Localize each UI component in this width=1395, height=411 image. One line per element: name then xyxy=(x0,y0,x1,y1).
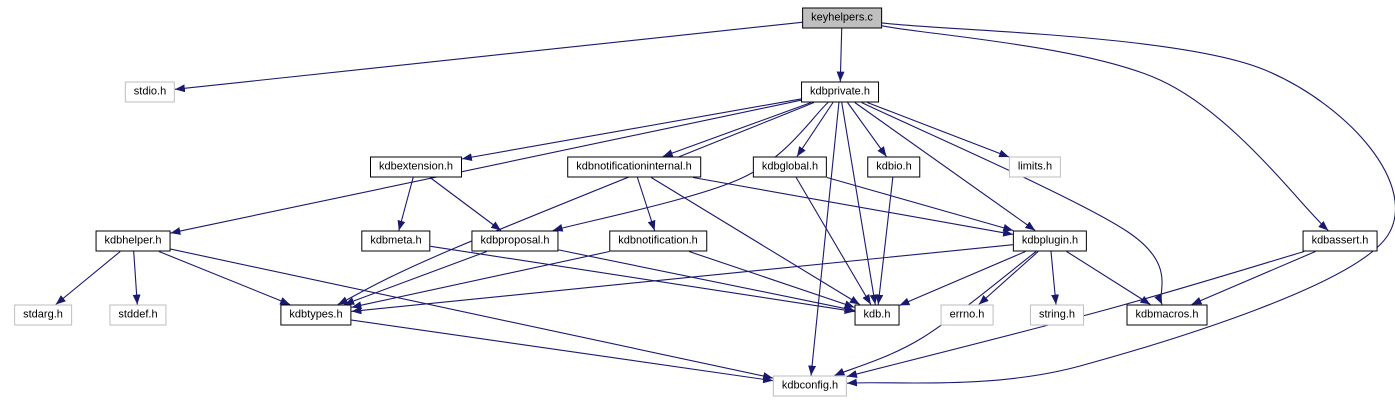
node-kdbproposal-h[interactable]: kdbproposal.h xyxy=(471,230,559,252)
node-limits-h: limits.h xyxy=(1008,156,1062,178)
edge-kdbtypes-h-to-kdbconfig-h xyxy=(351,319,774,384)
node-errno-h: errno.h xyxy=(940,304,994,326)
edge-kdbprivate-h-to-kdbconfig-h xyxy=(808,102,840,376)
edge-kdbhelper-h-to-stdarg-h xyxy=(55,251,121,305)
node-kdbtypes-h[interactable]: kdbtypes.h xyxy=(280,304,352,326)
edge-kdbprivate-h-to-kdbextension-h xyxy=(461,98,802,162)
edge-keyhelpers-c-to-stdio-h xyxy=(174,21,803,93)
edge-kdbplugin-h-to-kdbmacros-h xyxy=(1066,251,1151,305)
node-keyhelpers-c: keyhelpers.c xyxy=(802,7,882,29)
edge-kdbextension-h-to-kdbproposal-h xyxy=(429,177,502,231)
edge-kdbprivate-h-to-limits-h xyxy=(867,101,1010,158)
node-kdb-h[interactable]: kdb.h xyxy=(854,304,900,326)
node-kdbio-h[interactable]: kdbio.h xyxy=(867,156,921,178)
node-stdarg-h: stdarg.h xyxy=(14,304,72,326)
edge-kdbhelper-h-to-stddef-h xyxy=(132,251,141,305)
edge-keyhelpers-c-to-kdbconfig-h xyxy=(846,22,1395,387)
edge-group xyxy=(55,21,1395,387)
edge-kdbextension-h-to-kdbmeta-h xyxy=(397,177,414,231)
node-kdbmacros-h[interactable]: kdbmacros.h xyxy=(1126,304,1208,326)
node-stdio-h: stdio.h xyxy=(124,81,176,103)
edge-kdbprivate-h-to-kdbplugin-h xyxy=(854,102,1036,231)
node-kdbextension-h[interactable]: kdbextension.h xyxy=(370,156,462,178)
node-stddef-h: stddef.h xyxy=(109,304,167,326)
edge-kdbprivate-h-to-kdb-h xyxy=(841,102,878,305)
edge-kdbglobal-h-to-kdbplugin-h xyxy=(826,176,1014,232)
edge-keyhelpers-c-to-kdbassert-h xyxy=(881,25,1329,231)
edge-kdbglobal-h-to-kdb-h xyxy=(795,177,872,305)
edge-kdbplugin-h-to-kdbtypes-h xyxy=(351,244,1014,315)
node-kdbplugin-h[interactable]: kdbplugin.h xyxy=(1012,230,1088,252)
edge-kdbnotification-h-to-kdb-h xyxy=(688,250,855,308)
edge-kdbhelper-h-to-kdbconfig-h xyxy=(170,248,774,380)
edge-kdbnotificationinternal-h-to-kdbplugin-h xyxy=(692,176,1014,237)
edge-kdbplugin-h-to-errno-h xyxy=(978,251,1039,305)
edge-kdbprivate-h-to-kdbmacros-h xyxy=(861,102,1163,305)
edge-kdbnotification-h-to-kdbtypes-h xyxy=(351,250,610,310)
edge-kdbprivate-h-to-kdbtypes-h xyxy=(337,101,815,305)
node-kdbprivate-h[interactable]: kdbprivate.h xyxy=(801,81,879,103)
edge-kdbprivate-h-to-kdbglobal-h xyxy=(796,102,834,157)
node-kdbassert-h[interactable]: kdbassert.h xyxy=(1302,230,1378,252)
edge-kdbnotificationinternal-h-to-kdbnotification-h xyxy=(636,177,656,231)
edge-kdbprivate-h-to-kdbnotificationinternal-h xyxy=(662,101,812,158)
edge-kdbhelper-h-to-kdbtypes-h xyxy=(158,250,291,306)
edge-keyhelpers-c-to-kdbprivate-h xyxy=(836,28,845,82)
edge-kdbplugin-h-to-kdb-h xyxy=(899,250,1026,306)
edge-kdbprivate-h-to-kdbproposal-h xyxy=(552,102,829,232)
node-string-h: string.h xyxy=(1029,304,1085,326)
edge-kdbprivate-h-to-kdbhelper-h xyxy=(170,99,802,235)
edge-kdbnotificationinternal-h-to-kdb-h xyxy=(650,177,861,305)
edge-kdbmeta-h-to-kdb-h xyxy=(430,245,855,314)
node-kdbglobal-h[interactable]: kdbglobal.h xyxy=(752,156,828,178)
node-kdbconfig-h: kdbconfig.h xyxy=(772,375,848,397)
node-kdbnotificationinternal-h[interactable]: kdbnotificationinternal.h xyxy=(567,156,701,178)
edge-kdbproposal-h-to-kdb-h xyxy=(558,249,855,313)
edge-kdbio-h-to-kdb-h xyxy=(875,177,894,305)
edge-kdbassert-h-to-kdbconfig-h xyxy=(846,250,1305,378)
edge-kdbproposal-h-to-kdbtypes-h xyxy=(344,250,487,306)
node-kdbhelper-h[interactable]: kdbhelper.h xyxy=(95,230,171,252)
edge-kdbprivate-h-to-kdbio-h xyxy=(847,102,887,157)
node-kdbmeta-h[interactable]: kdbmeta.h xyxy=(361,230,431,252)
edge-kdbassert-h-to-kdbmacros-h xyxy=(1191,250,1316,306)
edge-kdbplugin-h-to-kdbconfig-h xyxy=(834,251,1037,377)
node-kdbnotification-h[interactable]: kdbnotification.h xyxy=(609,230,707,252)
edge-kdbplugin-h-to-string-h xyxy=(1050,251,1060,305)
